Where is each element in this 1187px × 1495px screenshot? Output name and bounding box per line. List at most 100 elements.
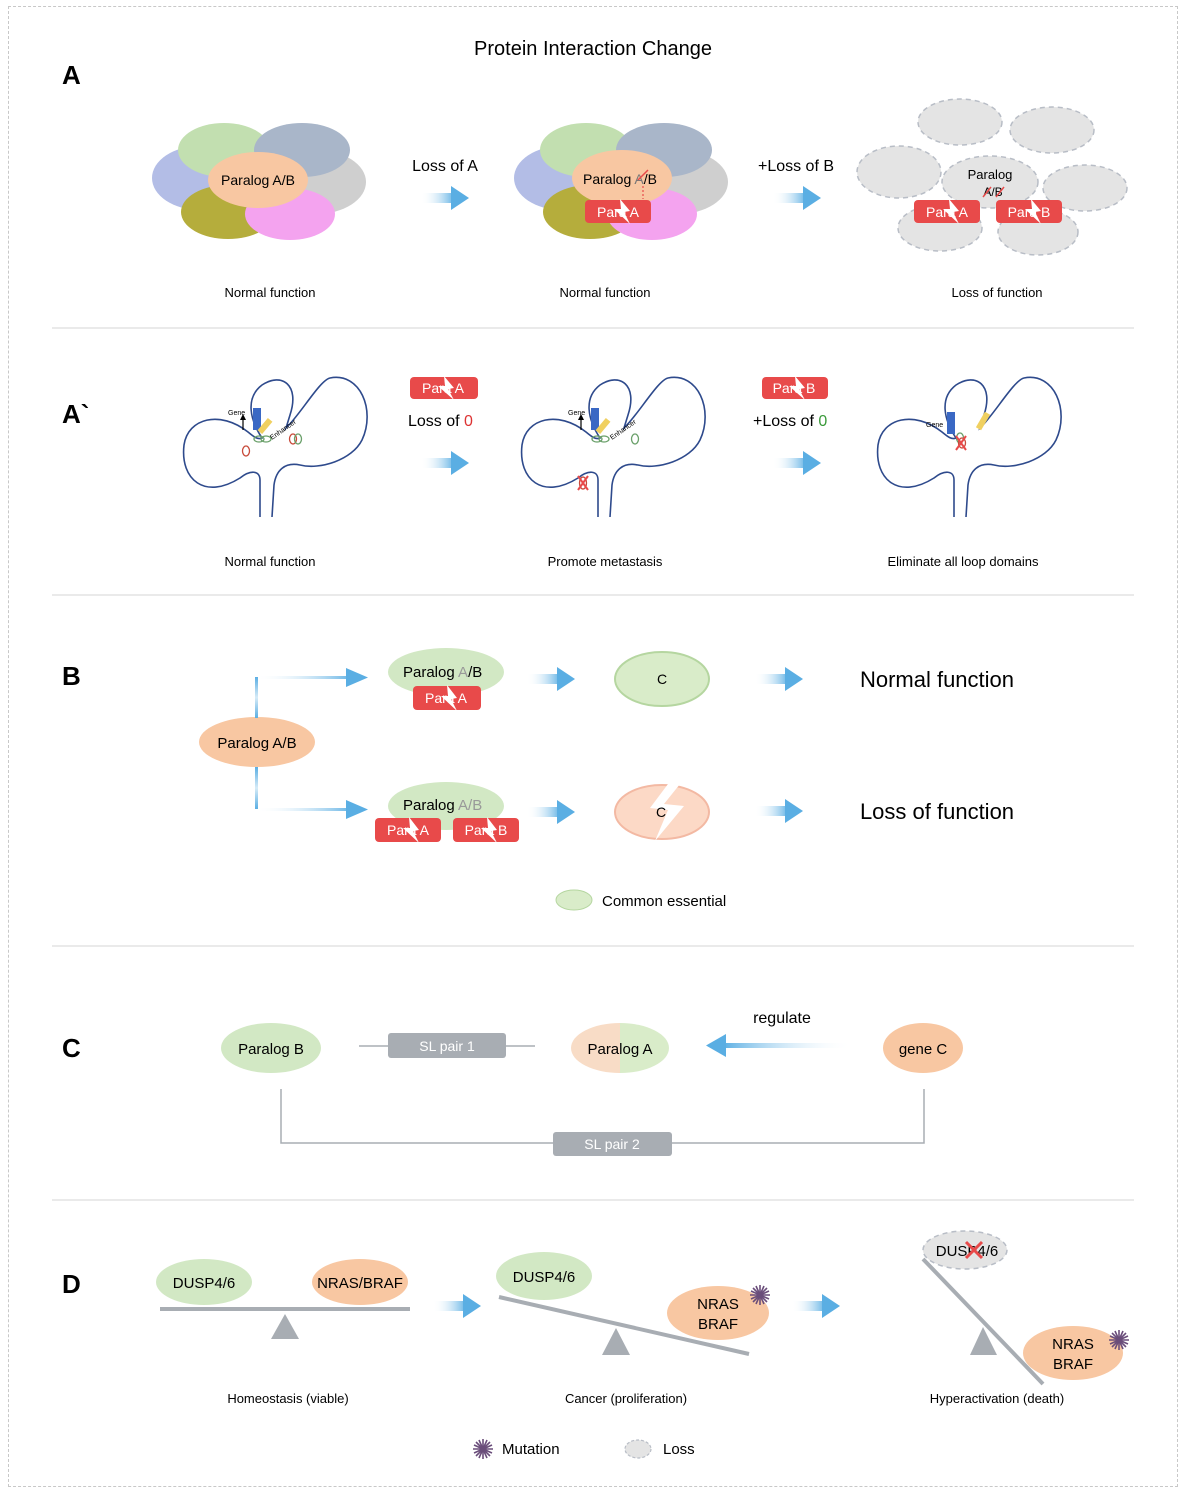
paralog-a-letter: A [458, 664, 468, 681]
paralog-ab-source [199, 717, 315, 767]
caption-a2-1: Normal function [224, 554, 315, 569]
arrow-icon [433, 1294, 481, 1318]
arrow-icon [792, 1294, 840, 1318]
paralog-top-complex [388, 648, 504, 696]
paralog-b-node [221, 1023, 321, 1073]
chromatin-loop-metastasis [520, 376, 706, 518]
paralog-loss-label: Paralog [968, 167, 1013, 182]
balance-homeostasis: DUSP4/6 NRAS/BRAF [156, 1259, 410, 1339]
para-b-tag: Para B [465, 822, 508, 838]
braf-label: BRAF [1053, 1356, 1093, 1373]
balance-cancer: DUSP4/6 NRAS BRAF [496, 1252, 771, 1356]
paralog-a-label: Paralog A [587, 1041, 652, 1058]
gene-label: Gene [228, 410, 245, 417]
paralog-b-label: Paralog B [238, 1041, 304, 1058]
regulate-arrow [706, 1034, 852, 1057]
paralog-suffix: /B [468, 664, 482, 681]
para-a-tag: Para A [926, 204, 969, 220]
para-b-tag: Para B [773, 380, 816, 396]
panel-b-letter: B [62, 661, 81, 691]
legend-loss-icon [624, 1439, 652, 1459]
loss-of-b-label: +Loss of B [758, 158, 834, 175]
result-loss-of-function: Loss of function [860, 799, 1014, 824]
protein-complex-normal: Paralog A/B [152, 123, 366, 240]
arrow-icon [421, 451, 469, 475]
mutation-icon [1108, 1329, 1130, 1351]
para-a-tag: Para A [422, 380, 465, 396]
figure-border [8, 6, 1178, 1487]
arrow-icon [527, 800, 575, 824]
gene-label: Gene [926, 422, 943, 429]
paralog-a-node [571, 1023, 669, 1073]
paralog-ab-faded: A/B [458, 797, 482, 814]
loss-of-label: +Loss of [753, 413, 818, 430]
gene-label: Gene [568, 410, 585, 417]
svg-text:Loss of 0: Loss of 0 [408, 413, 473, 430]
caption-d-3: Hyperactivation (death) [930, 1391, 1064, 1406]
nras-braf-label: NRAS/BRAF [317, 1275, 403, 1292]
branch-connector [255, 668, 368, 819]
arrow-icon [773, 186, 821, 210]
arrow-icon [527, 667, 575, 691]
paralog-ab-label: Paralog A/B [221, 172, 295, 188]
regulate-label: regulate [753, 1010, 811, 1027]
para-b-tag: Para B [1008, 204, 1051, 220]
nras-label: NRAS [1052, 1336, 1094, 1353]
loop-annotations-2: Gene Enhancer [568, 408, 640, 491]
caption-a2-3: Eliminate all loop domains [887, 554, 1039, 569]
chromatin-loop-normal [182, 376, 368, 518]
dusp-label: DUSP4/6 [513, 1269, 576, 1286]
paralog-prefix: Paralog [583, 171, 634, 187]
paralog-prefix: Paralog [403, 797, 458, 814]
sl-pair-1-badge [388, 1033, 506, 1058]
svg-text:Paralog A/B: Paralog A/B [583, 171, 657, 187]
gene-c-label: C [656, 804, 666, 820]
paralog-prefix: Paralog [403, 664, 458, 681]
loss-of-zero-red: 0 [464, 413, 473, 430]
arrow-icon [773, 451, 821, 475]
panel-a-letter: A [62, 60, 81, 90]
chromatin-loop-eliminated [876, 376, 1062, 518]
legend-loss: Loss [663, 1441, 695, 1458]
loss-of-label: Loss of [408, 413, 464, 430]
paralog-ab-source-label: Paralog A/B [217, 735, 296, 752]
dusp-loss-label: DUSP4/6 [936, 1243, 999, 1260]
gene-c-node [883, 1023, 963, 1073]
svg-text:Paralog A/B: Paralog A/B [403, 797, 482, 814]
caption-a-3: Loss of function [951, 285, 1042, 300]
gene-c-node-label: gene C [899, 1041, 948, 1058]
mutation-icon [749, 1284, 771, 1306]
enhancer-label: Enhancer [269, 418, 298, 441]
nras-label: NRAS [697, 1296, 739, 1313]
protein-complex-loss-ab: Paralog A/B Para A Para B [856, 98, 1128, 256]
caption-a-1: Normal function [224, 285, 315, 300]
legend-mutation: Mutation [502, 1441, 560, 1458]
dusp-label: DUSP4/6 [173, 1275, 236, 1292]
gene-c-label: C [657, 671, 667, 687]
figure-title: Protein Interaction Change [474, 38, 712, 60]
caption-a2-2: Promote metastasis [548, 554, 663, 569]
legend-common-essential: Common essential [602, 893, 726, 910]
arrow-icon [755, 667, 803, 691]
loop-annotations-3: Gene [926, 411, 991, 451]
sl-pair-2-label: SL pair 2 [584, 1136, 640, 1152]
para-a-tag: Para A [597, 204, 640, 220]
svg-text:+Loss of 0: +Loss of 0 [753, 413, 827, 430]
loss-of-zero-green: 0 [818, 413, 827, 430]
braf-label: BRAF [698, 1316, 738, 1333]
panel-a-prime-letter: A` [62, 399, 89, 429]
result-normal-function: Normal function [860, 667, 1014, 692]
caption-d-1: Homeostasis (viable) [227, 1391, 348, 1406]
arrow-icon [421, 186, 469, 210]
enhancer-label: Enhancer [609, 418, 638, 441]
gene-c-intact [614, 651, 710, 707]
para-a-tag: Para A [387, 822, 430, 838]
svg-text:Paralog A/B: Paralog A/B [403, 664, 482, 681]
panel-c-letter: C [62, 1033, 81, 1063]
sl-pair-2-badge [553, 1132, 672, 1156]
legend-common-essential-icon [555, 889, 593, 911]
gene-c-broken: C [614, 784, 710, 841]
panel-d-letter: D [62, 1269, 81, 1299]
caption-a-2: Normal function [559, 285, 650, 300]
